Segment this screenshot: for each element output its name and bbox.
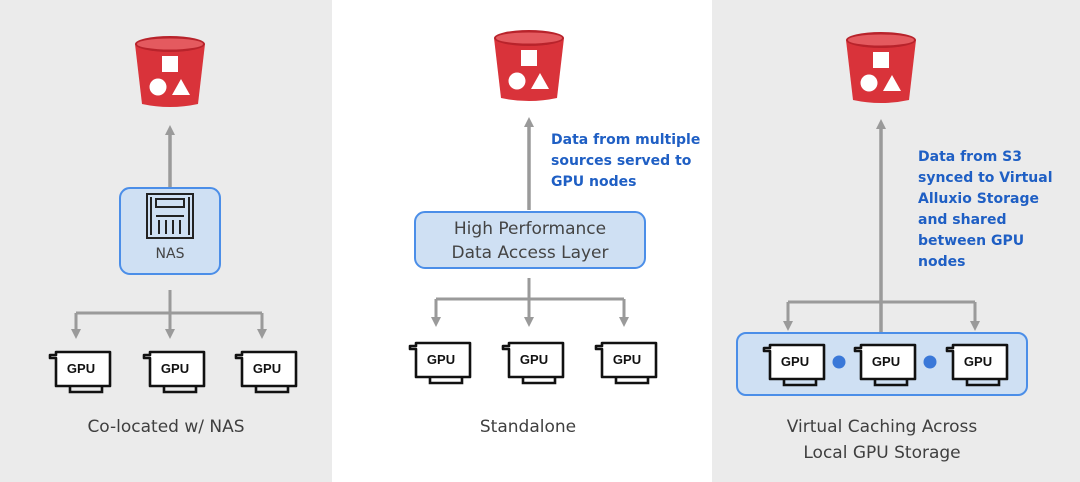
gpu-label: GPU (67, 361, 95, 376)
gpu-label: GPU (613, 352, 641, 367)
caption-virtual-caching: Virtual Caching Across Local GPU Storage (712, 414, 1052, 466)
gpu-label: GPU (427, 352, 455, 367)
storage-bucket-icon (494, 30, 564, 101)
box-label-line: High Performance (453, 219, 607, 239)
branch-lines (436, 278, 624, 301)
nas-label: NAS (155, 246, 185, 262)
gpu-label: GPU (872, 354, 900, 369)
caption-line: Local GPU Storage (803, 443, 961, 463)
branch-lines (76, 290, 262, 315)
storage-bucket-icon (846, 32, 916, 103)
gpu-label: GPU (161, 361, 189, 376)
nas-box (119, 187, 221, 275)
gpu-label: GPU (964, 354, 992, 369)
divider (700, 0, 712, 482)
divider (332, 0, 344, 482)
gpu-label: GPU (781, 354, 809, 369)
note-virtual-caching: Data from S3 synced to Virtual Alluxio S… (918, 149, 1053, 270)
nas-server-icon (146, 193, 194, 239)
gpu-label: GPU (253, 361, 281, 376)
storage-bucket-icon (135, 36, 205, 107)
link-dot (923, 355, 937, 369)
caption-co-located: Co-located w/ NAS (87, 417, 245, 437)
data-access-layer-label: High Performance Data Access Layer (415, 217, 645, 265)
caption-standalone: Standalone (479, 417, 577, 437)
box-label-line: Data Access Layer (451, 243, 609, 263)
data-access-layer-box (414, 211, 646, 269)
caption-line: Virtual Caching Across (786, 417, 978, 437)
note-standalone: Data from multiple sources served to GPU… (551, 132, 701, 190)
link-dot (832, 355, 846, 369)
gpu-label: GPU (520, 352, 548, 367)
